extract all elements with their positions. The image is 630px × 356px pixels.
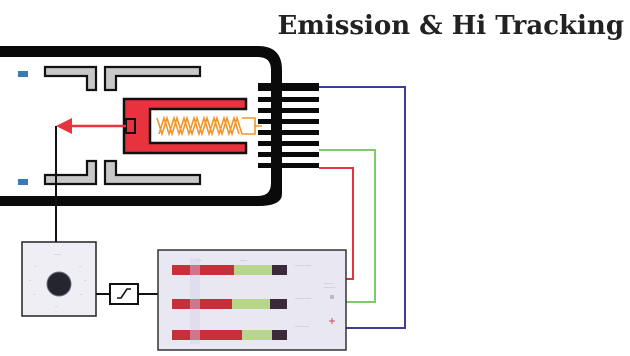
meter-panel: ~~~~~~~~~~~~~ ~~~~~~~ ~~~~~~ ~~~~~~~~~ bbox=[157, 249, 347, 351]
svg-text:~: ~ bbox=[33, 292, 36, 297]
wire-green bbox=[319, 149, 376, 303]
grid-structure-top bbox=[43, 65, 202, 92]
meter-highlight bbox=[190, 258, 200, 344]
heater-filament bbox=[156, 115, 262, 137]
svg-text:~: ~ bbox=[79, 264, 82, 269]
left-pin-top bbox=[18, 71, 28, 77]
svg-text:~: ~ bbox=[29, 278, 32, 283]
svg-text:~~~~~~~: ~~~~~~~ bbox=[295, 296, 312, 301]
svg-text:~: ~ bbox=[84, 278, 87, 283]
tube-base-pins bbox=[258, 83, 319, 168]
cathode bbox=[122, 97, 248, 155]
svg-text:~: ~ bbox=[55, 304, 58, 309]
base-pin bbox=[258, 163, 319, 168]
meter-bar-3: ~~~~~~ bbox=[172, 324, 310, 340]
analog-meter-icon bbox=[109, 283, 139, 305]
svg-text:~~~~~: ~~~~~ bbox=[324, 285, 336, 290]
meter-side-scale: ~~~~~~~~~ bbox=[324, 281, 336, 324]
diagram-title: Emission & Hi Tracking bbox=[277, 11, 624, 41]
selector-knob-panel: ~~~ ~ ~ ~ ~ ~ ~ ~ bbox=[21, 241, 97, 317]
svg-text:~: ~ bbox=[80, 292, 83, 297]
svg-text:~~~: ~~~ bbox=[195, 258, 203, 263]
selector-knob[interactable] bbox=[47, 272, 71, 296]
meter-bar-1: ~~~~~~~~~~~~~ bbox=[172, 258, 312, 275]
grid-structure-bottom bbox=[43, 159, 202, 186]
meter-bar-2: ~~~~~~~ bbox=[172, 296, 312, 309]
svg-text:~~~: ~~~ bbox=[240, 258, 248, 263]
svg-text:~~~~~~: ~~~~~~ bbox=[295, 324, 310, 329]
base-pin bbox=[258, 130, 319, 135]
svg-text:~: ~ bbox=[34, 264, 37, 269]
svg-text:~~~: ~~~ bbox=[54, 252, 62, 257]
svg-text:~~~~: ~~~~ bbox=[324, 281, 334, 286]
electron-arrow bbox=[56, 118, 126, 134]
base-pin bbox=[258, 97, 319, 102]
base-pin bbox=[258, 83, 319, 91]
base-pin bbox=[258, 119, 319, 124]
wire-blue bbox=[319, 86, 406, 329]
base-pin bbox=[258, 141, 319, 146]
svg-text:~~~~~~~: ~~~~~~~ bbox=[295, 263, 312, 268]
left-pin-bottom bbox=[18, 179, 28, 185]
wire-red bbox=[319, 167, 354, 280]
base-pin bbox=[258, 108, 319, 113]
base-pin bbox=[258, 152, 319, 157]
